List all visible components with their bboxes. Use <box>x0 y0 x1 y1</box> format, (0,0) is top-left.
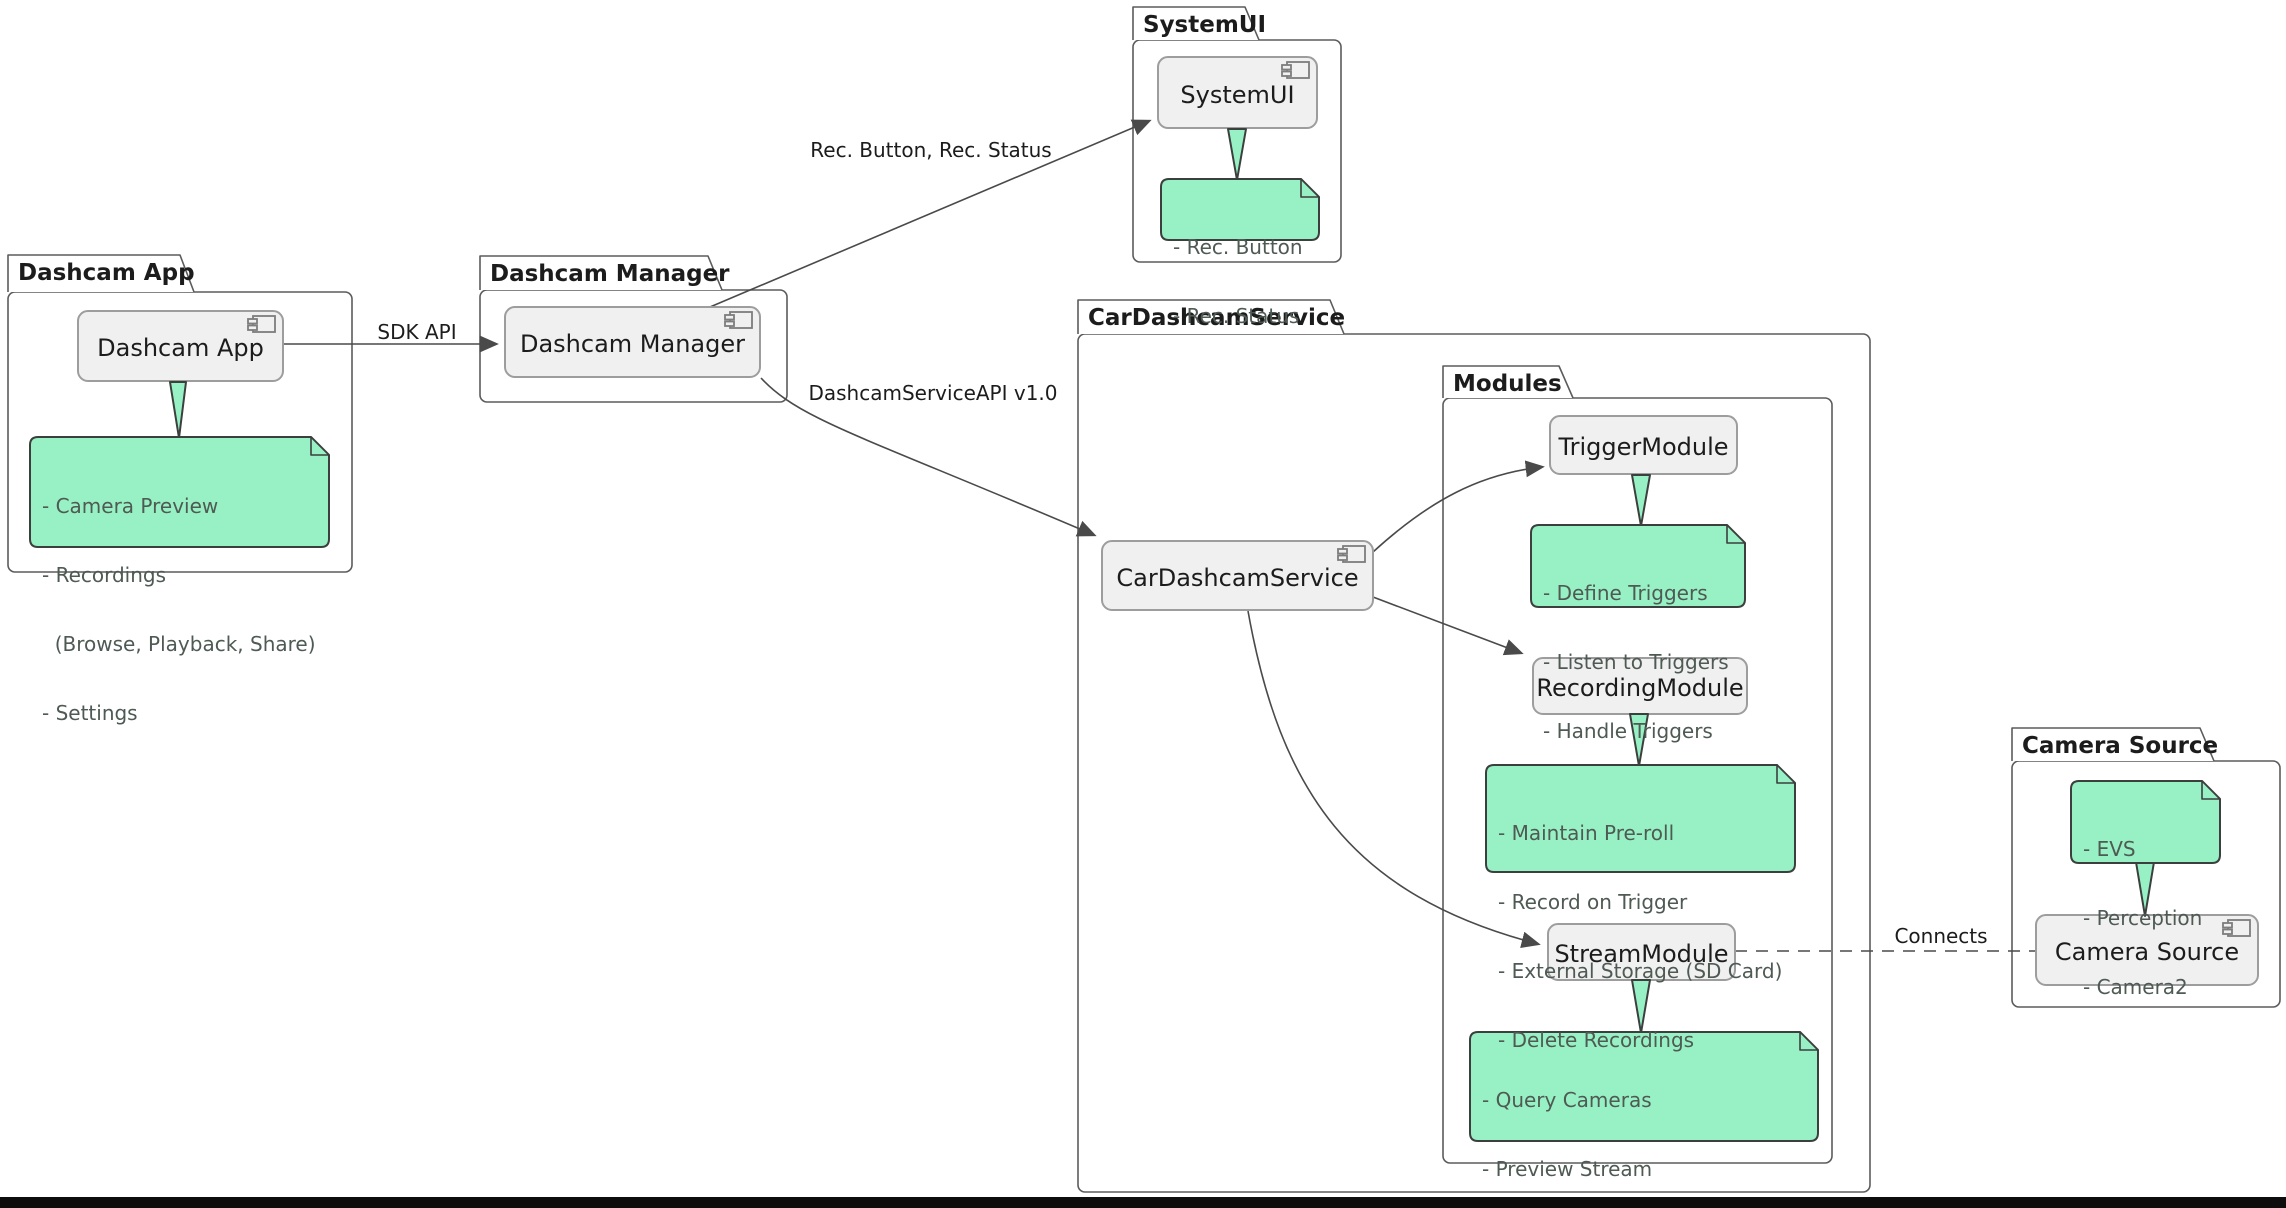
note-recordingmodule-shape <box>1485 764 1796 873</box>
package-title-modules: Modules <box>1453 371 1562 397</box>
note-line: - Delete Recordings <box>1498 1028 1695 1052</box>
note-line: - Query Cameras <box>1482 1088 1652 1112</box>
component-dashcam-app: Dashcam App <box>97 334 264 362</box>
component-icon <box>2222 919 2251 937</box>
component-camera-source-shape <box>2035 914 2259 986</box>
note-tail <box>169 381 187 439</box>
component-systemui-shape <box>1157 56 1318 129</box>
note-line: - EVS <box>2083 837 2136 861</box>
component-cardashcamservice-shape <box>1101 540 1374 611</box>
note-line: - Preview Stream <box>1482 1157 1653 1181</box>
component-dashcam-manager: Dashcam Manager <box>519 330 745 358</box>
note-camera-source: - EVS - Perception - Camera2 <box>2083 792 2202 1045</box>
package-title-cardashcamservice: CarDashcamService <box>1088 305 1346 331</box>
component-camera-source: Camera Source <box>2054 938 2240 966</box>
edge-label-sdk-api: SDK API <box>377 320 457 344</box>
component-triggermodule: TriggerModule <box>1558 433 1729 461</box>
component-icon <box>724 311 753 329</box>
note-line: - Handle Triggers <box>1543 719 1713 743</box>
edge-service-to-recordingmodule <box>1372 596 1524 656</box>
note-streammodule-shape <box>1469 1031 1819 1142</box>
edge-service-to-streammodule <box>1247 610 1541 949</box>
note-line: - Camera2 <box>2083 975 2188 999</box>
component-systemui: SystemUI <box>1180 80 1295 109</box>
package-title-dashcam-manager: Dashcam Manager <box>490 261 730 287</box>
note-systemui-shape <box>1160 178 1320 241</box>
note-line: - Listen to Triggers <box>1543 650 1729 674</box>
note-line: - Perception <box>2083 906 2203 930</box>
note-recordingmodule: - Maintain Pre-roll - Record on Trigger … <box>1498 776 1782 1098</box>
note-tail <box>1227 128 1247 181</box>
note-line: - External Storage (SD Card) <box>1498 959 1783 983</box>
note-line: - Maintain Pre-roll <box>1498 821 1675 845</box>
component-icon <box>1281 61 1310 79</box>
note-line: - Settings <box>42 701 138 725</box>
note-dashcam-app: - Camera Preview - Recordings (Browse, P… <box>42 449 316 771</box>
note-line: - Record on Trigger <box>1498 890 1688 914</box>
component-dashcam-app-shape <box>77 310 284 382</box>
note-triggermodule-shape <box>1530 524 1746 608</box>
note-tail <box>1631 979 1651 1034</box>
note-camera-source-shape <box>2070 780 2221 864</box>
note-streammodule: - Query Cameras - Preview Stream - Snaps… <box>1482 1043 1802 1208</box>
note-triggermodule: - Define Triggers - Listen to Triggers -… <box>1543 536 1729 789</box>
note-dashcam-app-shape <box>29 436 330 548</box>
bottom-bar <box>0 1197 2286 1208</box>
component-streammodule: StreamModule <box>1554 940 1729 968</box>
edge-service-to-triggermodule <box>1372 460 1545 553</box>
edge-rec-button-status <box>709 119 1152 308</box>
component-recordingmodule: RecordingModule <box>1536 674 1744 702</box>
note-tail <box>1629 713 1649 767</box>
edge-label-rec-button-status: Rec. Button, Rec. Status <box>810 138 1052 162</box>
package-title-systemui: SystemUI <box>1143 12 1267 38</box>
note-line: - Camera Preview <box>42 494 219 518</box>
note-tail <box>1631 474 1651 527</box>
note-systemui: - Rec. Button - Rec. Status <box>1173 190 1303 374</box>
note-line: - Rec. Status <box>1173 304 1300 328</box>
package-title-camera-source: Camera Source <box>2022 733 2219 759</box>
note-line: - Rec. Button <box>1173 235 1303 259</box>
component-icon <box>247 315 276 333</box>
package-title-dashcam-app: Dashcam App <box>18 260 195 286</box>
note-line: - Recordings <box>42 563 167 587</box>
edge-label-dashcam-service-api: DashcamServiceAPI v1.0 <box>808 381 1058 405</box>
component-dashcam-manager-shape <box>504 306 761 378</box>
component-icon <box>1337 545 1366 563</box>
edge-label-connects: Connects <box>1894 924 1988 948</box>
component-cardashcamservice: CarDashcamService <box>1116 563 1359 592</box>
note-line: - Define Triggers <box>1543 581 1708 605</box>
edge-dashcam-service-api <box>760 377 1097 537</box>
note-line: (Browse, Playback, Share) <box>42 632 316 656</box>
